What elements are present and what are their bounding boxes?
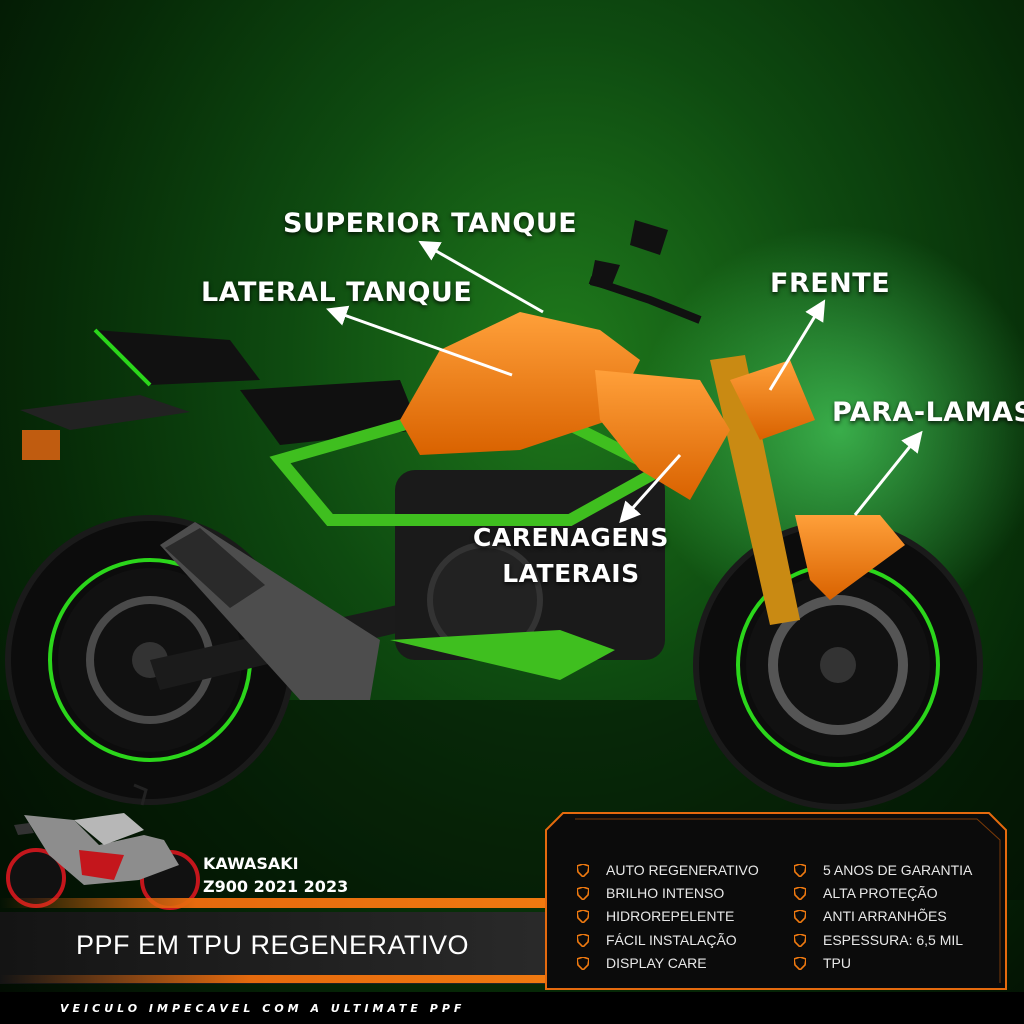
feature-label: BRILHO INTENSO — [606, 885, 725, 901]
label-frente: FRENTE — [770, 268, 891, 299]
feature-label: FÁCIL INSTALAÇÃO — [606, 932, 737, 948]
footer-tagline: VEICULO IMPECAVEL COM A ULTIMATE PPF — [60, 1002, 466, 1015]
shield-icon — [794, 886, 806, 900]
feature-label: HIDROREPELENTE — [606, 908, 735, 924]
feature-item: BRILHO INTENSO — [577, 885, 724, 901]
feature-item: 5 ANOS DE GARANTIA — [794, 862, 972, 878]
label-superior-tanque: SUPERIOR TANQUE — [283, 208, 578, 239]
label-lateral-tanque: LATERAL TANQUE — [201, 277, 473, 308]
headline: PPF EM TPU REGENERATIVO — [76, 930, 470, 960]
feature-item: FÁCIL INSTALAÇÃO — [577, 932, 737, 948]
accent-stripe-top — [0, 898, 560, 908]
shield-icon — [794, 863, 806, 877]
accent-stripe-bottom — [0, 975, 560, 983]
headline-band — [0, 912, 560, 984]
shield-icon — [577, 933, 589, 947]
feature-item: HIDROREPELENTE — [577, 908, 734, 924]
label-para-lamas: PARA-LAMAS — [832, 397, 1024, 428]
feature-label: ESPESSURA: 6,5 MIL — [823, 932, 964, 948]
features-panel-frame — [545, 812, 1007, 990]
shield-icon — [794, 956, 806, 970]
model-thumbnail-image — [6, 783, 200, 910]
model-brand: KAWASAKI — [203, 854, 299, 873]
model-name: Z900 2021 2023 — [203, 877, 349, 896]
model-info: KAWASAKI Z900 2021 2023 — [203, 852, 348, 898]
shield-icon — [577, 863, 589, 877]
footer-bar — [0, 992, 1024, 1024]
feature-label: 5 ANOS DE GARANTIA — [823, 862, 973, 878]
feature-label: DISPLAY CARE — [606, 955, 707, 971]
label-carenagens-laterais: CARENAGENS LATERAIS — [473, 520, 669, 592]
annotation-arrows — [326, 240, 923, 524]
feature-label: ALTA PROTEÇÃO — [823, 885, 938, 901]
shield-icon — [577, 956, 589, 970]
shield-icon — [577, 909, 589, 923]
feature-label: TPU — [823, 955, 851, 971]
label-carenagens-line2: LATERAIS — [502, 559, 640, 588]
feature-item: ANTI ARRANHÕES — [794, 908, 947, 924]
feature-item: TPU — [794, 955, 851, 971]
feature-item: ALTA PROTEÇÃO — [794, 885, 938, 901]
feature-item: DISPLAY CARE — [577, 955, 707, 971]
feature-item: ESPESSURA: 6,5 MIL — [794, 932, 963, 948]
shield-icon — [577, 886, 589, 900]
feature-label: ANTI ARRANHÕES — [823, 908, 947, 924]
shield-icon — [794, 909, 806, 923]
feature-label: AUTO REGENERATIVO — [606, 862, 759, 878]
label-carenagens-line1: CARENAGENS — [473, 523, 669, 552]
shield-icon — [794, 933, 806, 947]
feature-item: AUTO REGENERATIVO — [577, 862, 759, 878]
